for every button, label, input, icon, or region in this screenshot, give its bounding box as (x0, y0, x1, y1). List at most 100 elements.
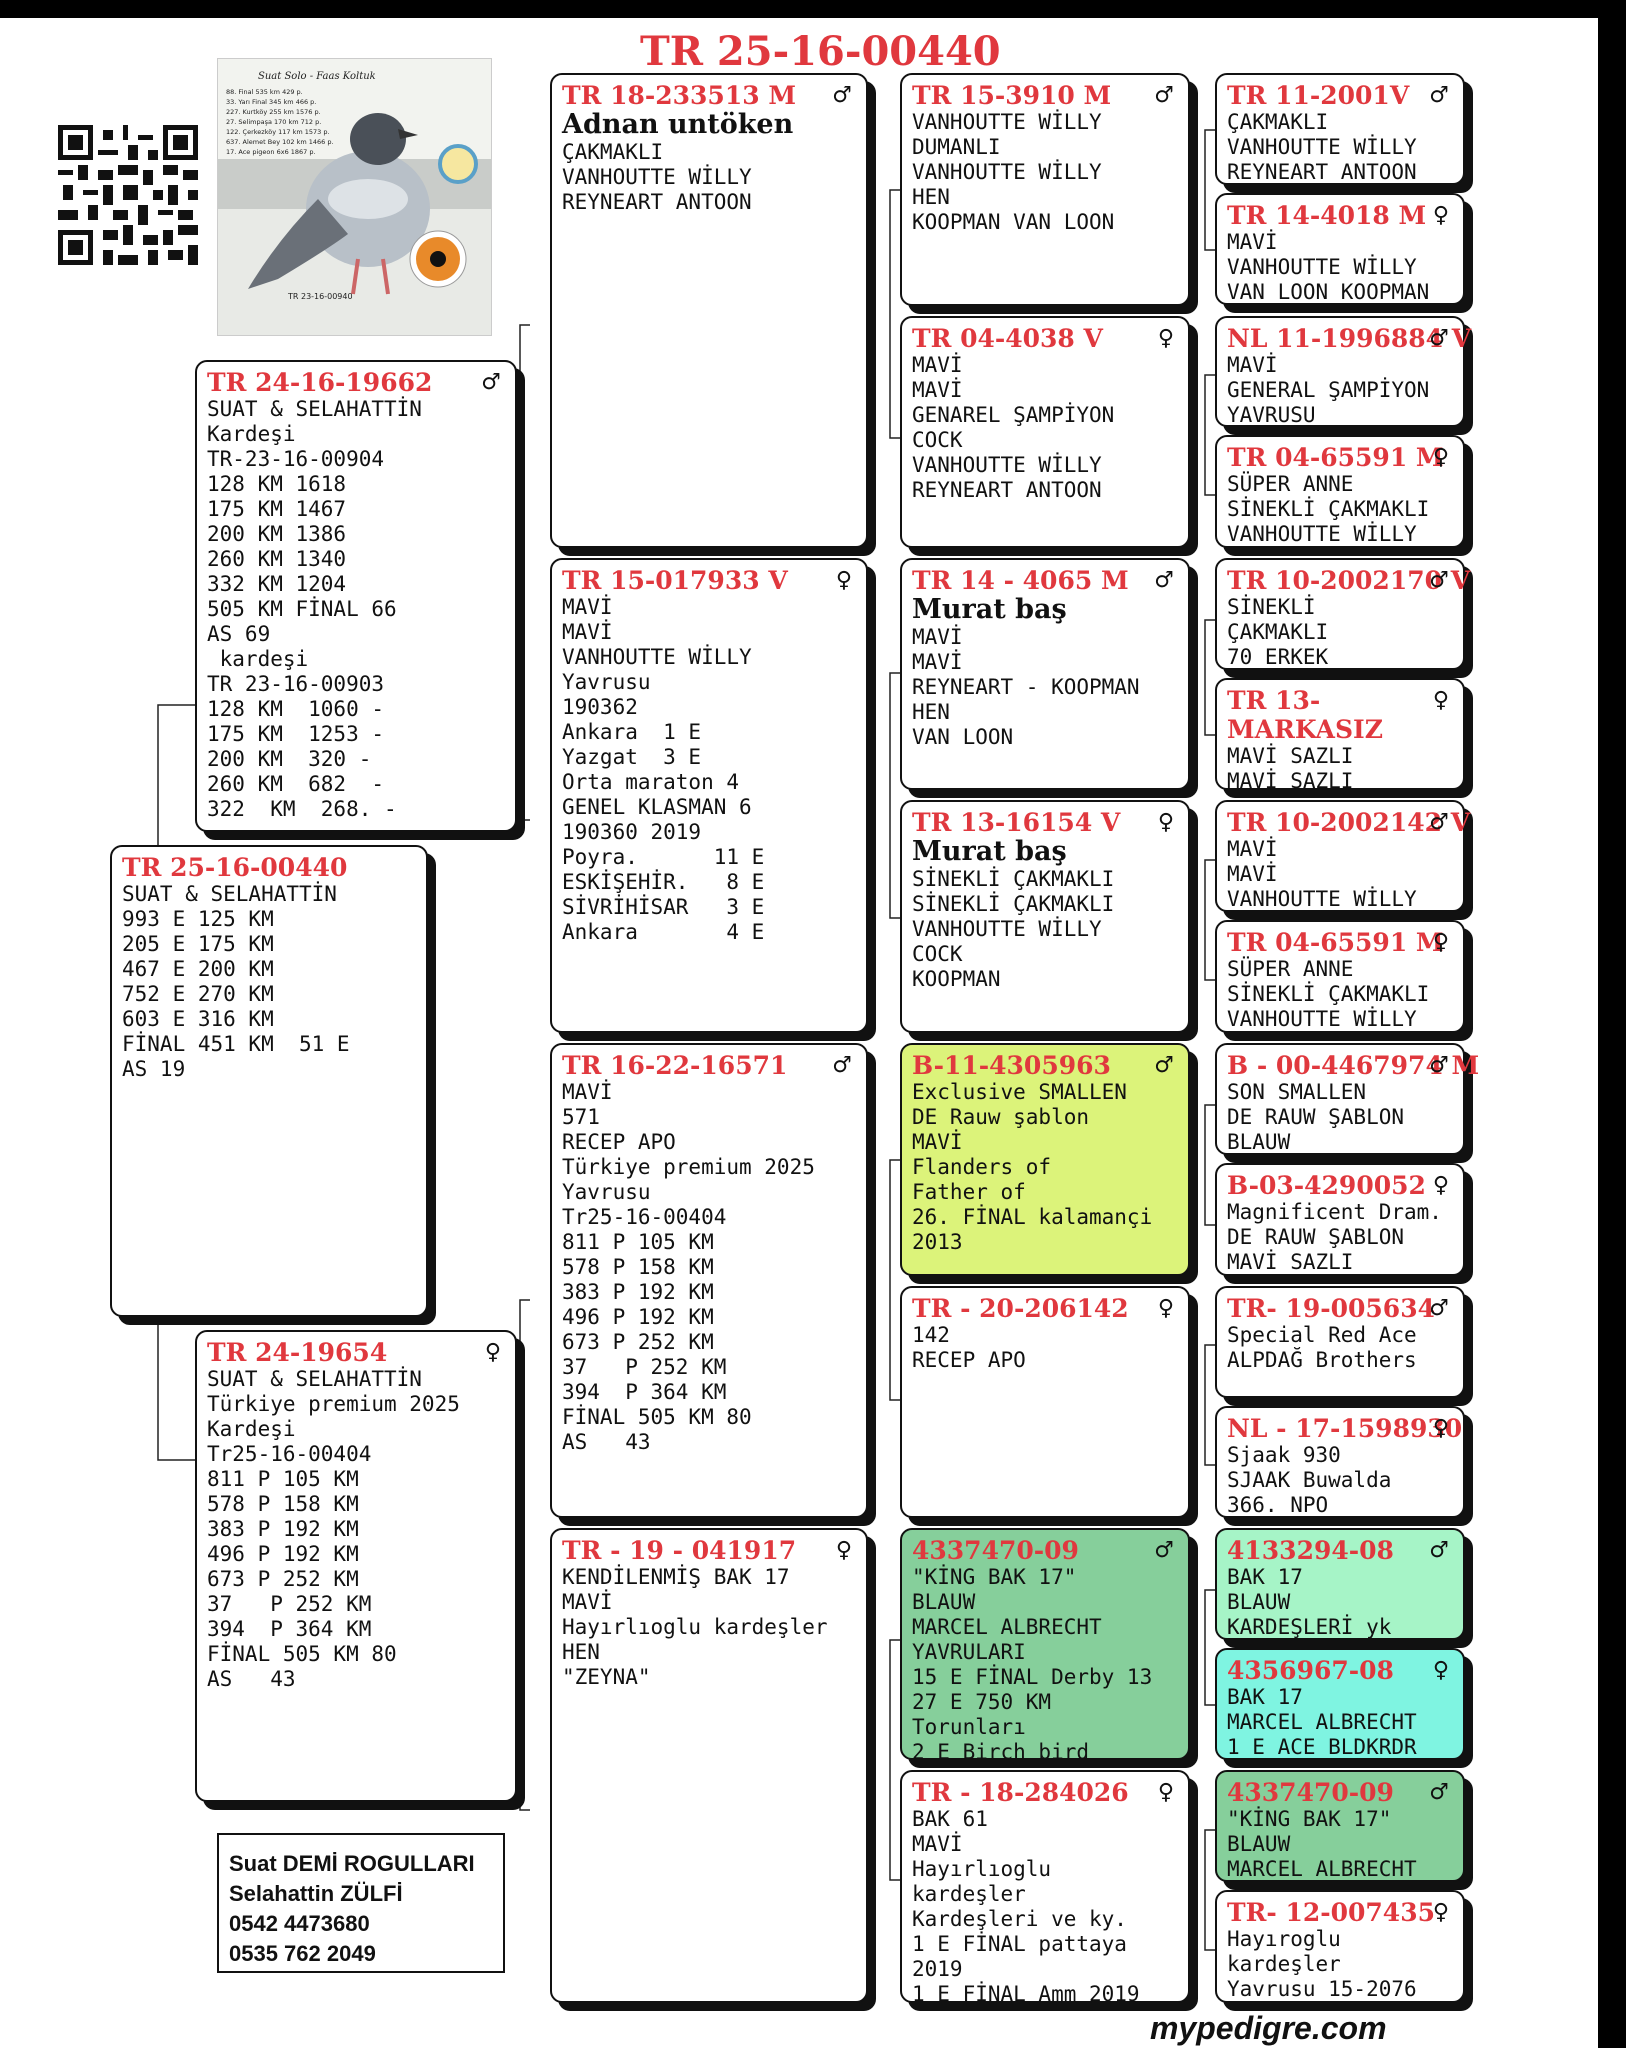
card-line: 366. NPO (1227, 1493, 1329, 1517)
card-line: Hayıroglu (1227, 1927, 1341, 1951)
card-line: REYNEART - KOOPMAN (912, 675, 1140, 699)
card-line: GENAREL ŞAMPİYON (912, 403, 1115, 427)
card-line: DE RAUW ŞABLON (1227, 1105, 1405, 1129)
breeder-name-2: Selahattin ZÜLFİ (229, 1881, 403, 1906)
card-line: HEN (912, 185, 950, 209)
ring-number-continued: MARKASIZ (1227, 715, 1383, 744)
g4-card-10[interactable]: B-03-4290052♀Magnificent Dram.DE RAUW ŞA… (1215, 1163, 1465, 1276)
male-symbol-icon: ♂ (1429, 810, 1449, 835)
card-line: AS 43 (207, 1667, 296, 1691)
card-line: ESKİŞEHİR. 8 E (562, 870, 765, 894)
card-line: SJAAK Buwalda (1227, 1468, 1392, 1492)
card-line: MARCEL ALBRECHT (1227, 1710, 1417, 1734)
card-line: RECEP APO (562, 1130, 676, 1154)
card-line: 200 KM 320 - (207, 747, 372, 771)
card-line: "ZEYNA" (562, 1665, 651, 1689)
ring-number: TR 04-65591 M (1227, 443, 1444, 472)
card-line: REYNEART ANTOON (912, 478, 1102, 502)
card-line: Exclusive SMALLEN (912, 1080, 1127, 1104)
card-line: MAVİ (562, 1080, 613, 1104)
ring-number: TR - 20-206142 (912, 1294, 1129, 1323)
card-line: 175 KM 1467 (207, 497, 347, 521)
card-line: 752 E 270 KM (122, 982, 274, 1006)
card-line: BLAUW (1227, 1590, 1291, 1614)
female-symbol-icon: ♀ (1432, 1173, 1449, 1198)
card-line: 673 P 252 KM (562, 1330, 714, 1354)
male-symbol-icon: ♂ (1429, 1538, 1449, 1563)
card-line: FİNAL 505 KM 80 (562, 1405, 752, 1429)
card-line: 1 E FİNAL pattaya (912, 1932, 1127, 1956)
card-line: 603 E 316 KM (122, 1007, 274, 1031)
card-line: Sjaak 930 (1227, 1443, 1341, 1467)
photo-row: 88. Final 535 km 429 p. (226, 88, 303, 96)
photo-row: 17. Ace pigeon 6x6 1867 p. (226, 148, 316, 156)
card-line: 571 (562, 1105, 600, 1129)
card-line: MAVİ SAZLI (1227, 1250, 1354, 1274)
pedigree-title: TR 25-16-00440 (640, 28, 1001, 75)
photo-row: 637. Alemet Bey 102 km 1466 p. (226, 138, 334, 146)
card-line: 1 E ACE BLDKRDR (1227, 1735, 1417, 1759)
card-line: YAVRUSU (1227, 403, 1316, 427)
ring-number: 4356967-08 (1227, 1656, 1394, 1685)
card-line: TR 23-16-00903 (207, 672, 385, 696)
card-line: MAVİ SAZLI (1227, 744, 1354, 768)
breeder-name-1: Suat DEMİ ROGULLARI (229, 1851, 475, 1876)
female-symbol-icon: ♀ (1432, 1416, 1449, 1441)
card-line: BLAUW (1227, 1832, 1291, 1856)
card-line: VANHOUTTE WİLLY (562, 645, 752, 669)
card-line: KOOPMAN (912, 967, 1001, 991)
ring-number: 4337470-09 (1227, 1778, 1394, 1807)
card-line: 70 ERKEK (1227, 645, 1329, 669)
card-line: VAN LOON (912, 725, 1014, 749)
ring-number: TR 10-2002142 V (1227, 808, 1471, 837)
card-line: BLAUW (912, 1590, 976, 1614)
pigeon-name: Adnan untöken (562, 109, 794, 140)
ring-number: TR 04-4038 V (912, 324, 1103, 353)
card-line: 322 KM 268. - (207, 797, 397, 821)
qr-code-icon[interactable] (58, 125, 198, 265)
card-line: MAVİ (912, 1130, 963, 1154)
card-line: MARCEL ALBRECHT (1227, 1857, 1417, 1881)
breeder-contact-box: Suat DEMİ ROGULLARI Selahattin ZÜLFİ 054… (217, 1833, 505, 1973)
female-symbol-icon: ♀ (1432, 688, 1449, 713)
male-symbol-icon: ♂ (1154, 1538, 1174, 1563)
photo-header: Suat Solo - Faas Koltuk (258, 71, 376, 82)
card-line: VANHOUTTE WİLLY (912, 160, 1102, 184)
card-line: Flanders of (912, 1155, 1052, 1179)
site-footer-link[interactable]: mypedigre.com (1150, 2010, 1387, 2046)
female-symbol-icon: ♀ (835, 1538, 852, 1563)
card-line: ÇAKMAKLI (1227, 620, 1329, 644)
female-symbol-icon: ♀ (1432, 1658, 1449, 1683)
female-symbol-icon: ♀ (1432, 203, 1449, 228)
